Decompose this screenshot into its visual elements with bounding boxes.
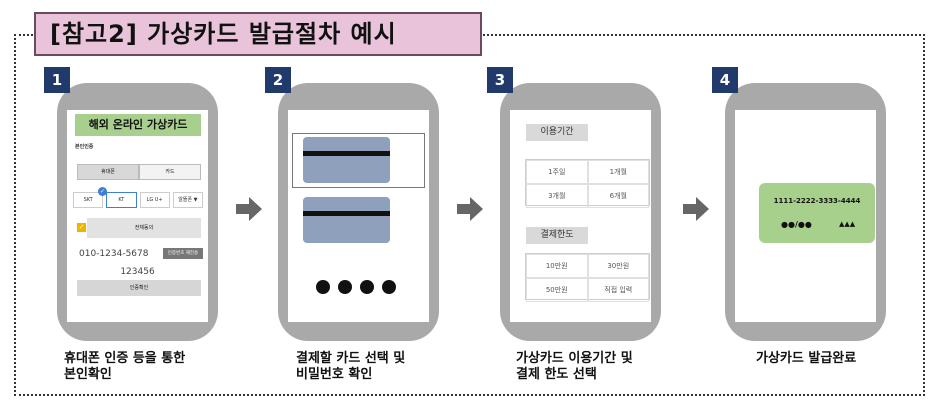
- period-options: 1주일 1개월 3개월 6개월: [525, 159, 650, 208]
- card-option-1[interactable]: [303, 137, 390, 183]
- page-title: [참고2] 가상카드 발급절차 예시: [34, 12, 482, 56]
- step-badge-2: 2: [265, 67, 291, 93]
- caption-step-2-line2: 비밀번호 확인: [296, 367, 373, 382]
- limit-label: 결제한도: [526, 227, 588, 244]
- pin-dot: [382, 280, 396, 294]
- tab-card[interactable]: 카드: [139, 164, 201, 180]
- caption-step-4-line1: 가상카드 발급완료: [756, 351, 857, 366]
- screen-step-2: [288, 110, 429, 322]
- period-option-3m[interactable]: 3개월: [526, 184, 588, 208]
- step-badge-4: 4: [712, 67, 738, 93]
- step-badge-1: 1: [44, 67, 70, 93]
- limit-option-10[interactable]: 10만원: [526, 254, 588, 278]
- auth-method-tabs: 휴대폰 카드: [77, 164, 201, 180]
- caption-step-2-line1: 결제할 카드 선택 및: [296, 351, 406, 366]
- screen-step-4: 1111-2222-3333-4444 ●●/●● ▲▲▲: [735, 110, 876, 322]
- phone-number-field[interactable]: 010-1234-5678: [79, 249, 149, 259]
- limit-option-30[interactable]: 30만원: [587, 254, 649, 278]
- limit-options: 10만원 30만원 50만원 직접 입력: [525, 253, 650, 302]
- screen1-header: 해외 온라인 가상카드: [75, 114, 201, 136]
- carrier-options: SKT KT LG U+ 알뜰폰 ▼: [73, 192, 203, 208]
- caption-step-1-line2: 본인확인: [64, 367, 112, 382]
- resend-code-button[interactable]: 인증번호 재전송: [163, 248, 203, 259]
- caption-step-3-line2: 결제 한도 선택: [516, 367, 597, 382]
- carrier-mvno-select[interactable]: 알뜰폰 ▼: [172, 192, 203, 208]
- card-expiry: ●●/●●: [781, 220, 812, 229]
- period-option-6m[interactable]: 6개월: [587, 184, 649, 208]
- screen-step-1: 해외 온라인 가상카드 본인인증 휴대폰 카드 SKT KT LG U+ 알뜰폰…: [67, 110, 208, 322]
- card-cvc: ▲▲▲: [839, 220, 856, 228]
- caption-step-3: 가상카드 이용기간 및 결제 한도 선택: [516, 351, 633, 383]
- card-number: 1111-2222-3333-4444: [773, 197, 861, 205]
- agree-all-button[interactable]: 전체동의: [87, 218, 201, 238]
- confirm-auth-button[interactable]: 인증확인: [77, 280, 201, 296]
- selected-card-frame[interactable]: [292, 133, 425, 188]
- auth-section-label: 본인인증: [75, 144, 94, 150]
- period-label: 이용기간: [526, 124, 588, 141]
- caption-step-2: 결제할 카드 선택 및 비밀번호 확인: [296, 351, 405, 383]
- arrow-right-icon: [683, 197, 709, 221]
- period-option-1m[interactable]: 1개월: [587, 160, 649, 184]
- period-option-1w[interactable]: 1주일: [526, 160, 588, 184]
- caption-step-4: 가상카드 발급완료: [756, 351, 856, 367]
- pin-dot: [360, 280, 374, 294]
- caption-step-1-line1: 휴대폰 인증 등을 통한: [64, 351, 186, 366]
- limit-option-custom[interactable]: 직접 입력: [587, 278, 649, 302]
- screen-step-3: 이용기간 1주일 1개월 3개월 6개월 결제한도 10만원 30만원 50만원…: [510, 110, 651, 322]
- carrier-lgu[interactable]: LG U+: [139, 192, 170, 208]
- auth-code-field[interactable]: 123456: [120, 267, 155, 277]
- checkbox-icon[interactable]: ✓: [77, 223, 86, 232]
- virtual-card: 1111-2222-3333-4444 ●●/●● ▲▲▲: [759, 183, 875, 243]
- carrier-kt[interactable]: KT: [106, 192, 137, 208]
- card-option-2[interactable]: [303, 197, 390, 243]
- selected-check-icon: ✓: [98, 187, 107, 196]
- tab-phone[interactable]: 휴대폰: [77, 164, 139, 180]
- limit-option-50[interactable]: 50만원: [526, 278, 588, 302]
- arrow-right-icon: [236, 197, 262, 221]
- pin-dot: [316, 280, 330, 294]
- arrow-right-icon: [457, 197, 483, 221]
- pin-dot: [338, 280, 352, 294]
- step-badge-3: 3: [487, 67, 513, 93]
- caption-step-3-line1: 가상카드 이용기간 및: [516, 351, 633, 366]
- carrier-skt[interactable]: SKT: [73, 192, 104, 208]
- caption-step-1: 휴대폰 인증 등을 통한 본인확인: [64, 351, 185, 383]
